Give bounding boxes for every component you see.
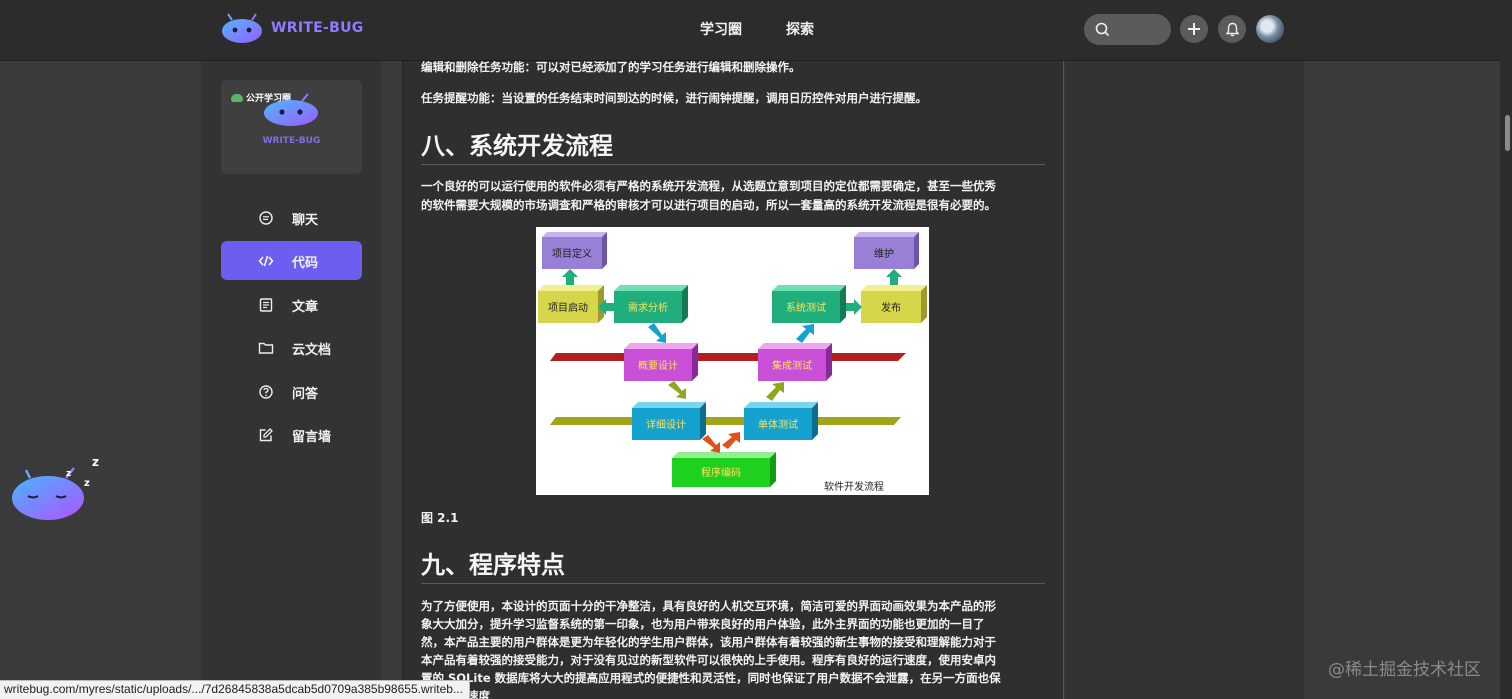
label-unit-test: 单体测试 [758,418,798,431]
svg-text:z: z [84,478,90,489]
olive-stage-bar [550,417,901,425]
brand-name: WRITE-BUG [271,20,364,36]
status-bar-url: writebug.com/myres/static/uploads/.../7d… [0,680,470,699]
sidebar-item-qa[interactable]: 问答 [221,372,362,411]
label-overview-design: 概要设计 [638,359,678,372]
sidebar-item-label: 文章 [292,300,319,315]
paragraph-remind-feature: 任务提醒功能：当设置的任务结束时间到达的时候，进行闹钟提醒，调用日历控件对用户进… [421,91,927,105]
box-system-test [772,285,846,323]
public-circle-tag: 公开学习圈 [231,91,291,104]
svg-text:z: z [66,469,71,479]
nav-study-circle-wrap: 学习圈 [700,19,742,39]
bell-icon [1225,22,1239,36]
label-system-test: 系统测试 [786,301,826,314]
watermark: @稀土掘金技术社区 [1328,660,1481,680]
sidebar-item-label: 代码 [292,256,319,271]
sleeping-mascot-icon[interactable]: z z z [8,454,108,526]
label-release: 发布 [881,301,901,314]
label-detailed-design: 详细设计 [646,418,686,431]
red-stage-bar [550,353,906,361]
edit-icon [259,428,273,442]
label-maintenance: 维护 [874,247,894,260]
figure-inner-caption: 软件开发流程 [824,480,884,493]
box-requirements-analysis [614,285,688,323]
paragraph-features-line-3: 然，本产品主要的用户群体是更为年轻化的学生用户群体，该用户群体有着较强的新生事物… [421,635,996,649]
box-detailed-design [632,402,706,440]
label-project-definition: 项目定义 [552,247,592,260]
sidebar-item-article[interactable]: 文章 [221,285,362,324]
chat-icon [259,211,273,225]
study-circle-card[interactable] [221,80,362,174]
svg-text:z: z [92,455,99,469]
circle-title: WRITE-BUG [262,136,321,146]
flow-arrows [562,269,902,453]
figure-caption: 图 2.1 [421,511,459,525]
sidebar-item-chat[interactable]: 聊天 [221,198,362,237]
box-unit-test [744,402,818,440]
box-maintenance [854,232,919,269]
box-project-definition [542,232,607,269]
code-icon [258,255,274,267]
sidebar-item-label: 问答 [292,387,319,402]
heading-divider [421,583,1045,584]
paragraph-process-line-1: 一个良好的可以运行使用的软件必须有严格的系统开发流程，从选题立意到项目的定位都需… [421,179,996,193]
label-integration-test: 集成测试 [772,359,812,372]
folder-icon [258,342,274,354]
paragraph-edit-feature: 编辑和删除任务功能：可以对已经添加了的学习任务进行编辑和删除操作。 [421,60,801,74]
plus-icon [1188,23,1200,35]
dev-process-diagram: 项目定义 维护 项目启动 需求分析 系统测试 发布 概要设计 集成测试 详细设计… [538,232,927,493]
article-icon [259,298,273,312]
page-scrollbar[interactable] [1500,0,1512,699]
heading-divider [421,164,1045,165]
notification-button[interactable] [1218,15,1246,43]
label-requirements-analysis: 需求分析 [628,301,668,314]
mascot-logo-icon [222,13,262,43]
paragraph-features-line-4: 本产品有着较强的接受能力，对于没有见过的新型软件可以很快的上手使用。程序有良好的… [421,653,996,667]
sidebar-item-message-wall[interactable]: 留言墙 [221,415,362,454]
box-project-start [538,285,604,323]
question-icon [259,385,273,399]
search-input[interactable] [1084,14,1171,45]
user-avatar[interactable] [1256,15,1284,43]
sidebar-item-cloud-docs[interactable]: 云文档 [221,328,362,367]
nav-explore-wrap: 探索 [786,19,814,39]
label-programming: 程序编码 [701,466,741,479]
box-overview-design [624,343,698,381]
top-bar: WRITE-BUG 学习圈 探索 [0,0,1512,61]
nav-explore[interactable]: 探索 [786,22,814,38]
box-programming [672,452,776,487]
nav-study-circle[interactable]: 学习圈 [700,22,742,38]
paragraph-process-line-2: 的软件需要大规模的市场调查和严格的审核才可以进行项目的启动，所以一套量高的系统开… [421,198,996,212]
add-button[interactable] [1180,15,1208,43]
paragraph-features-line-2: 象大大加分，提升学习监督系统的第一印象，也为用户带来良好的用户体验，此外主界面的… [421,617,985,631]
paragraph-features-line-1: 为了方便使用，本设计的页面十分的干净整洁，具有良好的人机交互环境，简洁可爱的界面… [421,599,996,613]
paragraph-features-line-6: 障了运行速度 [421,687,1046,699]
label-project-start: 项目启动 [548,301,588,314]
dev-process-figure: 项目定义 维护 项目启动 需求分析 系统测试 发布 概要设计 集成测试 详细设计… [536,227,929,495]
sidebar-item-code[interactable]: 代码 [221,241,362,280]
box-release [861,285,927,323]
heading-dev-process: 八、系统开发流程 [421,132,613,160]
search-icon [1095,22,1110,37]
circle-mascot-icon [264,93,318,126]
brand-logo[interactable]: WRITE-BUG [221,12,364,44]
sidebar-item-label: 聊天 [292,213,319,228]
heading-program-features: 九、程序特点 [421,551,565,579]
public-circle-tag-label: 公开学习圈 [246,94,292,104]
right-sidebar [1065,61,1304,699]
page-scrollbar-thumb[interactable] [1505,115,1510,151]
sidebar-item-label: 云文档 [292,343,332,358]
sidebar-item-label: 留言墙 [292,430,332,445]
paragraph-features-line-5: 置的 SQLite 数据库将大大的提高应用程式的便捷性和灵活性，同时也保证了用户… [421,671,1001,685]
mascot-mini-icon [231,93,243,102]
box-integration-test [758,343,832,381]
